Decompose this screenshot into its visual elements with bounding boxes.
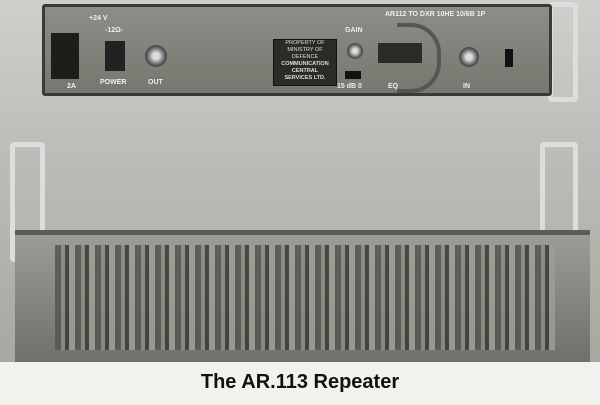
eq-label: EQ xyxy=(388,83,399,90)
gain-label: GAIN xyxy=(345,27,363,34)
nameplate: PROPERTY OF MINISTRY OF DEFENCE COMMUNIC… xyxy=(273,39,337,86)
fuse-label: 2A xyxy=(67,83,76,90)
in-connector xyxy=(459,47,479,67)
resistor-label: -12Ω- xyxy=(105,27,124,34)
in-label: IN xyxy=(463,83,470,90)
attenuator-switch xyxy=(345,71,361,79)
circuit-board xyxy=(55,245,555,350)
power-label: POWER xyxy=(100,79,127,86)
patch-cord xyxy=(397,23,441,93)
top-handle-right xyxy=(548,2,578,102)
power-switch xyxy=(105,41,125,71)
photo-caption: The AR.113 Repeater xyxy=(200,371,400,393)
fuse-holder xyxy=(51,33,79,79)
voltage-label: +24 V xyxy=(89,15,108,22)
out-connector xyxy=(145,45,167,67)
equipment-photo: AR112 TO DXR 10HE 10/6B 1P +24 V -12Ω- 2… xyxy=(0,0,600,362)
selector-switch xyxy=(505,49,513,67)
attenuator-label: 15 dB 0 xyxy=(337,83,362,90)
model-label: AR112 TO DXR 10HE 10/6B 1P xyxy=(385,11,486,18)
caption-band: The AR.113 Repeater xyxy=(0,362,600,405)
front-panel: AR112 TO DXR 10HE 10/6B 1P +24 V -12Ω- 2… xyxy=(42,4,552,96)
gain-knob xyxy=(347,43,363,59)
out-label: OUT xyxy=(148,79,163,86)
open-chassis xyxy=(15,230,590,362)
